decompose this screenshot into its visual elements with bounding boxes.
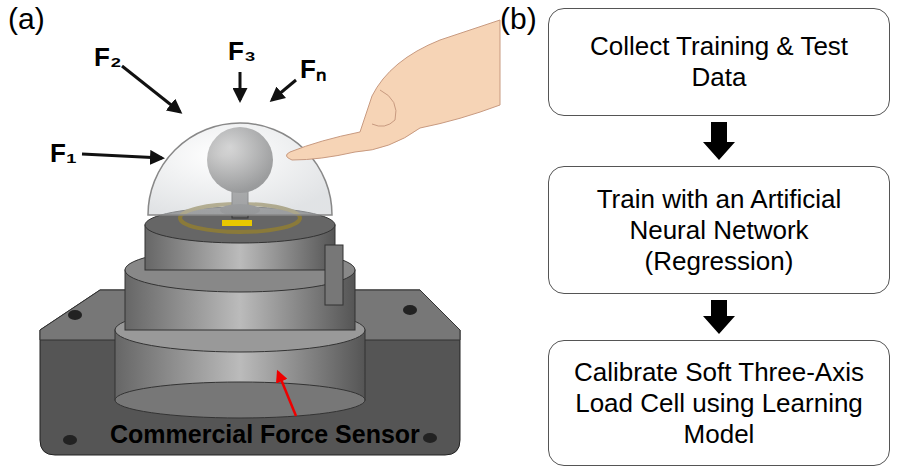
figure-label: F₃ [228,36,256,67]
box-text: Calibrate Soft Three-Axis Load Cell usin… [559,357,879,450]
box-text: Train with an Artificial Neural Network … [559,184,879,277]
figure-label: (b) [500,2,537,36]
figure-label: F₂ [94,42,121,73]
figure-label: Commercial Force Sensor [110,420,420,449]
figure-label: F₁ [50,138,77,169]
box-text: Collect Training & Test Data [559,31,879,93]
figure-label: Fₙ [300,50,326,86]
process-box: Collect Training & Test Data [548,8,890,116]
process-box: Calibrate Soft Three-Axis Load Cell usin… [548,340,890,466]
flow-arrow [703,122,735,160]
process-box: Train with an Artificial Neural Network … [548,166,890,294]
flow-arrow [703,300,735,334]
figure-label: (a) [8,2,45,36]
